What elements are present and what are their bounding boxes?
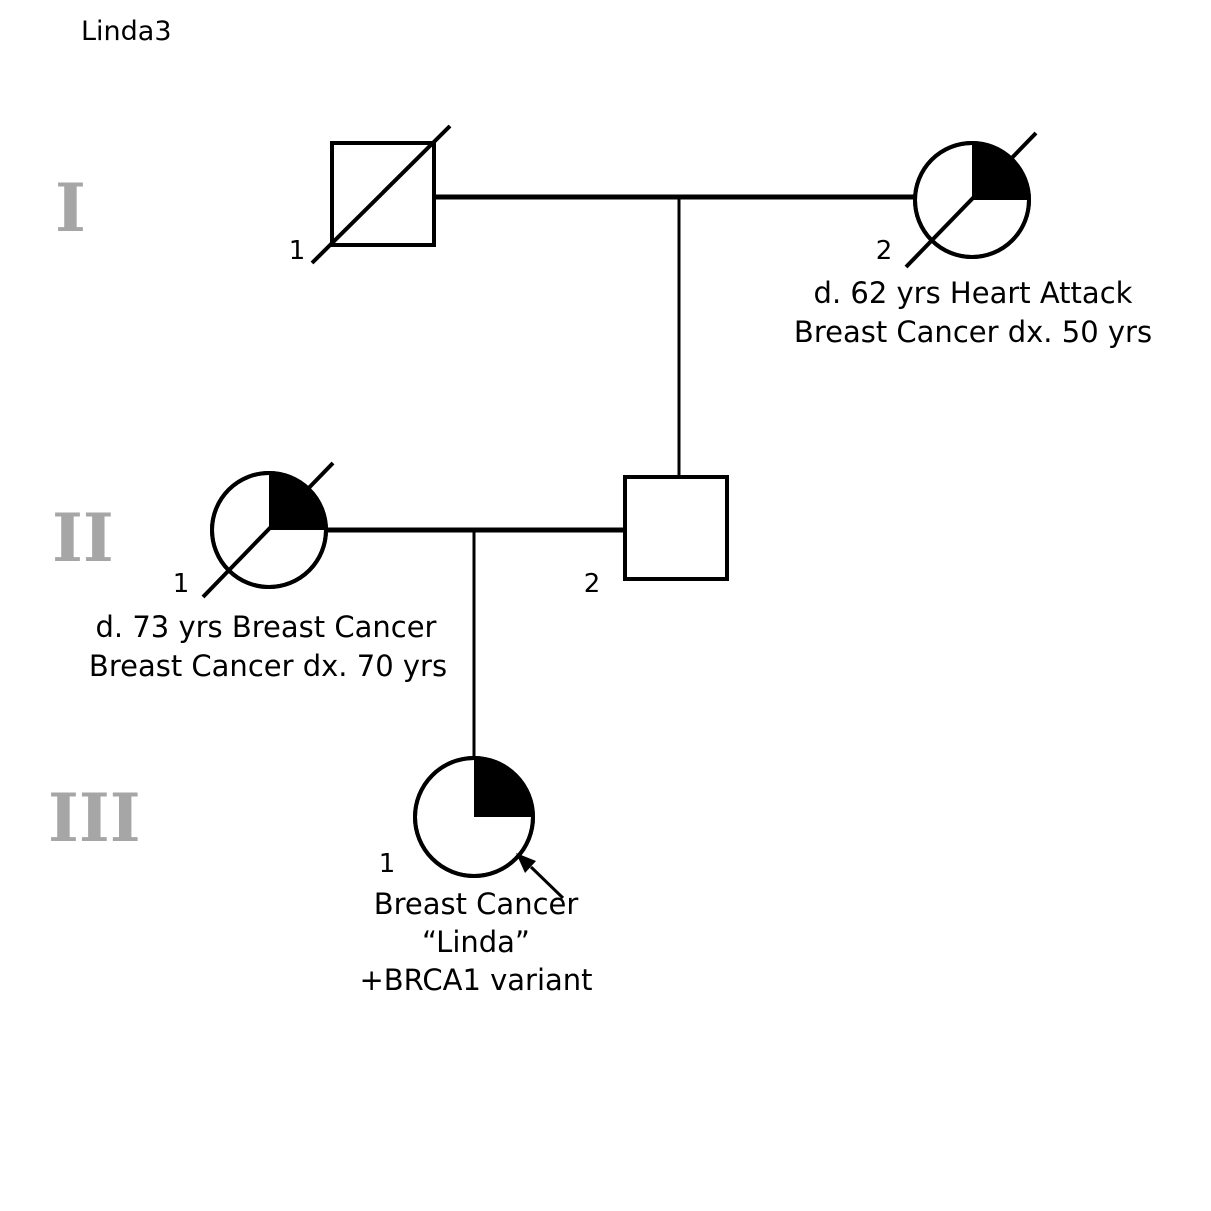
annotation-line: “Linda”: [422, 925, 530, 959]
individual-I-2[interactable]: 2 d. 62 yrs Heart Attack Breast Cancer d…: [794, 131, 1152, 349]
generation-label-II: II: [52, 499, 114, 577]
female-circle-outline: [913, 141, 1031, 259]
annotation-I-2: d. 62 yrs Heart Attack Breast Cancer dx.…: [794, 276, 1152, 349]
individual-number: 1: [379, 849, 396, 879]
female-circle-outline: [210, 471, 328, 589]
annotation-line: Breast Cancer: [374, 887, 579, 921]
individual-number: 2: [876, 236, 893, 266]
annotation-III-1: Breast Cancer “Linda” +BRCA1 variant: [359, 887, 592, 997]
individual-II-2[interactable]: 2: [584, 475, 729, 599]
affected-quadrant: [474, 758, 533, 817]
annotation-line: +BRCA1 variant: [359, 963, 592, 997]
individual-III-1[interactable]: 1 Breast Cancer “Linda” +BRCA1 variant: [359, 756, 593, 997]
individual-number: 1: [173, 569, 190, 599]
deceased-slash-icon: [310, 124, 452, 265]
annotation-line: Breast Cancer dx. 70 yrs: [89, 649, 447, 683]
chart-title: Linda3: [81, 16, 172, 47]
annotation-line: Breast Cancer dx. 50 yrs: [794, 315, 1152, 349]
deceased-slash-icon: [904, 131, 1038, 269]
proband-arrow-head: [516, 853, 536, 873]
annotation-II-1: d. 73 yrs Breast Cancer Breast Cancer dx…: [89, 610, 447, 683]
annotation-line: d. 62 yrs Heart Attack: [814, 276, 1133, 310]
proband-arrow-shaft: [529, 865, 565, 900]
generation-label-I: I: [55, 169, 86, 247]
deceased-slash-icon: [201, 461, 335, 599]
annotation-line: d. 73 yrs Breast Cancer: [96, 610, 437, 644]
individual-number: 1: [289, 236, 306, 266]
female-circle-outline: [413, 756, 535, 878]
individual-I-1[interactable]: 1: [289, 124, 452, 266]
individual-number: 2: [584, 569, 601, 599]
male-square-symbol: [623, 475, 729, 581]
individual-II-1[interactable]: 1 d. 73 yrs Breast Cancer Breast Cancer …: [89, 461, 447, 683]
generation-label-III: III: [48, 779, 141, 857]
proband-arrow-icon: [516, 853, 565, 900]
